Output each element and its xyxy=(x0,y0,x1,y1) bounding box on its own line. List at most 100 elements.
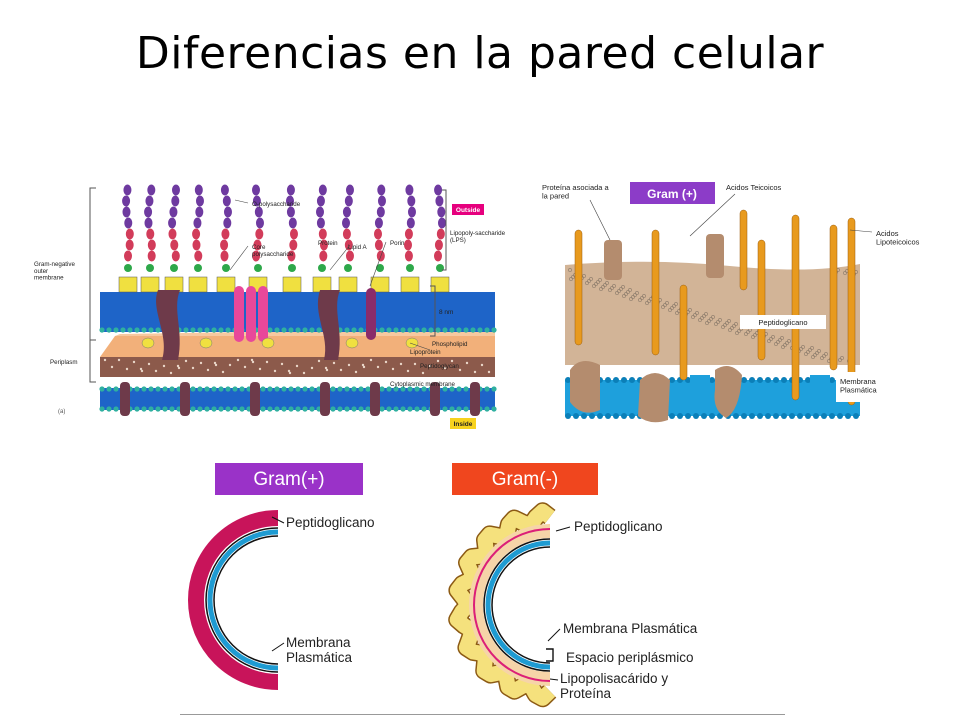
inner-head-top xyxy=(197,386,203,392)
o-antigen-bead xyxy=(286,206,295,218)
membrane-head-top xyxy=(829,377,835,383)
core-bead xyxy=(288,264,296,272)
membrane-head-bottom xyxy=(685,413,691,419)
o-antigen-bead xyxy=(194,184,203,196)
inner-head-top xyxy=(155,386,161,392)
inner-head-bottom xyxy=(141,406,147,412)
gram-pos-label-peptidoglycan: Peptidoglicano xyxy=(286,515,375,530)
core-bead xyxy=(376,264,384,272)
outer-head-bottom xyxy=(470,327,476,333)
peptidoglycan-dot xyxy=(295,364,299,368)
inner-head-top xyxy=(141,386,147,392)
wall-texture-dot xyxy=(780,336,784,340)
membrane-head-bottom xyxy=(621,413,627,419)
label-phospholipid: Phospholipid xyxy=(432,341,468,348)
o-antigen-bead xyxy=(374,217,383,229)
o-antigen-bead xyxy=(144,206,153,218)
inner-head-top xyxy=(134,386,140,392)
peptidoglycan-dot xyxy=(176,364,180,368)
wall-texture-dot xyxy=(776,340,780,344)
membrane-head-bottom xyxy=(757,413,763,419)
peptidoglycan-dot xyxy=(228,363,232,367)
membrane-head-top xyxy=(749,377,755,383)
o-antigen-bead xyxy=(437,206,446,218)
lipid-a-block xyxy=(312,276,332,293)
peptidoglycan-dot xyxy=(361,363,365,367)
peptidoglycan-dot xyxy=(177,366,181,370)
wall-texture-dot xyxy=(735,331,739,335)
o-antigen-bead xyxy=(221,228,230,240)
o-antigen-bead xyxy=(289,239,298,251)
wall-texture-dot xyxy=(626,290,630,294)
outer-head-bottom xyxy=(491,327,497,333)
outer-head-bottom xyxy=(414,327,420,333)
porin-barrel xyxy=(366,288,376,340)
o-antigen-bead xyxy=(220,184,229,196)
inner-head-bottom xyxy=(288,406,294,412)
wall-texture-dot xyxy=(778,338,782,342)
peptidoglycan-dot xyxy=(258,367,262,371)
inner-head-bottom xyxy=(134,406,140,412)
peptidoglycan-dot xyxy=(265,360,269,364)
peptidoglycan-label-box xyxy=(740,315,826,329)
peptidoglycan-dot xyxy=(154,369,158,373)
wall-texture-dot xyxy=(781,345,785,349)
inner-head-top xyxy=(337,386,343,392)
wall-texture-dot xyxy=(811,355,815,359)
o-antigen-bead xyxy=(318,184,327,196)
membrane-head-bottom xyxy=(853,413,859,419)
inner-head-bottom xyxy=(295,406,301,412)
wall-texture-dot xyxy=(601,285,605,289)
wall-texture-dot xyxy=(624,292,628,296)
label-peptidoglycan: Peptidoglycan xyxy=(420,363,459,370)
wall-texture-dot xyxy=(569,277,573,281)
o-antigen-bead xyxy=(171,250,180,262)
wall-texture-dot xyxy=(628,288,632,292)
lipoprotein xyxy=(141,337,155,349)
lipid-a-block xyxy=(338,276,358,293)
peptidoglycan-dot xyxy=(140,369,144,373)
inner-head-top xyxy=(295,386,301,392)
peptidoglycan-dot xyxy=(191,366,195,370)
inner-membrane-protein xyxy=(430,382,440,416)
lipoprotein xyxy=(261,337,275,349)
o-antigen-bead xyxy=(192,228,201,240)
outer-head-bottom xyxy=(288,327,294,333)
lipid-a-block xyxy=(164,276,184,293)
peptidoglycan-dot xyxy=(325,368,329,372)
peptidoglycan-dot xyxy=(487,370,491,374)
membrane-head-bottom xyxy=(845,413,851,419)
wall-texture-dot xyxy=(810,346,814,350)
o-antigen-bead xyxy=(377,195,386,207)
wall-texture-dot xyxy=(838,358,842,362)
inner-head-bottom xyxy=(393,406,399,412)
peptidoglycan-dot xyxy=(310,366,314,370)
membrane-head-top xyxy=(709,377,715,383)
wall-texture-dot xyxy=(704,312,708,316)
outer-head-bottom xyxy=(386,327,392,333)
core-bead xyxy=(194,264,202,272)
wall-texture-dot xyxy=(585,281,589,285)
peptidoglycan-dot xyxy=(288,371,292,375)
inner-head-top xyxy=(309,386,315,392)
lipid-a-block xyxy=(188,276,208,293)
o-antigen-bead xyxy=(220,239,229,251)
wall-texture-dot xyxy=(787,339,791,343)
wall-texture-dot xyxy=(751,335,755,339)
leader-line xyxy=(589,199,611,241)
wall-texture-dot xyxy=(767,339,771,343)
wall-texture-dot xyxy=(663,303,667,307)
wall-texture-dot xyxy=(730,326,734,330)
inner-membrane-protein xyxy=(370,382,380,416)
wall-texture-dot xyxy=(596,280,600,284)
gram-positive-header: Gram (+) xyxy=(647,187,697,201)
inner-head-top xyxy=(162,386,168,392)
outer-head-bottom xyxy=(197,327,203,333)
inner-head-bottom xyxy=(281,406,287,412)
peptidoglycan-dot xyxy=(243,365,247,369)
inner-head-top xyxy=(288,386,294,392)
inner-head-top xyxy=(267,386,273,392)
inner-membrane-protein xyxy=(180,382,190,416)
